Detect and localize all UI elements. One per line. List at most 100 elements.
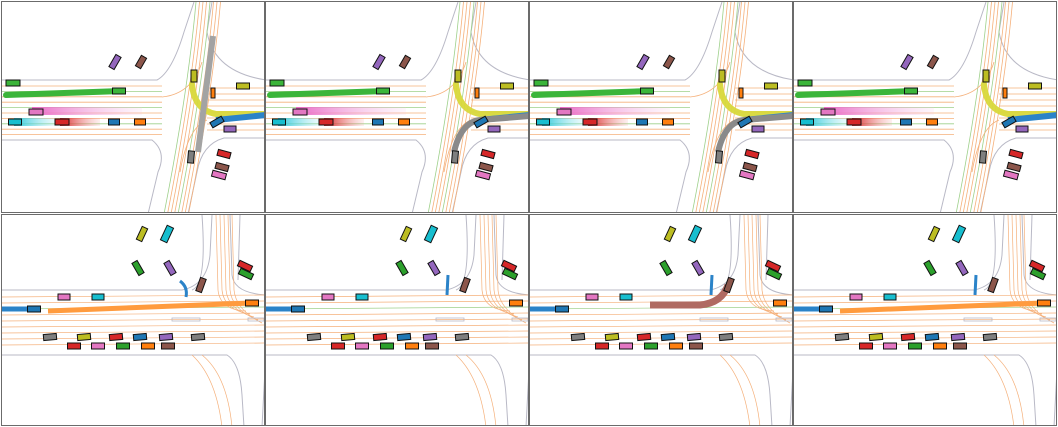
scene-intersection	[2, 2, 265, 213]
vehicle-green	[270, 80, 284, 86]
vehicle-queue	[109, 333, 122, 340]
vehicle-purple	[109, 54, 121, 69]
vehicle-queue	[637, 333, 650, 340]
lane-line	[994, 355, 1024, 426]
trajectory-blue-stub	[711, 275, 712, 295]
vehicle-olive	[191, 70, 197, 82]
lane-line	[2, 313, 265, 315]
road-edge	[794, 140, 953, 213]
vehicle-purple	[956, 260, 968, 275]
vehicle-queue	[954, 343, 967, 349]
vehicle-brown	[135, 55, 146, 68]
vehicle-olive	[501, 83, 514, 89]
vehicle-queue	[68, 343, 81, 349]
vehicle-pink	[293, 109, 307, 115]
lane-line	[530, 313, 793, 315]
vehicle-olive	[136, 226, 147, 241]
road-edge	[266, 215, 476, 290]
lane-line	[530, 295, 793, 297]
panel-r2-c3	[529, 214, 793, 426]
vehicle-gray	[979, 151, 986, 163]
vehicle-orange	[927, 119, 938, 125]
vehicle-queue	[341, 333, 354, 340]
road-edge	[794, 355, 1036, 426]
vehicle-blue	[292, 306, 305, 312]
lane-line	[266, 319, 529, 321]
lane-line	[2, 331, 265, 333]
vehicle-blue	[556, 306, 569, 312]
scene-t-junction	[2, 215, 265, 426]
lane-line	[794, 313, 1057, 315]
vehicle-queue	[596, 343, 609, 349]
vehicle-cyan	[801, 119, 814, 125]
lane-line	[530, 343, 793, 345]
vehicle-red	[583, 119, 597, 125]
vehicle-orange	[135, 119, 146, 125]
vehicle-queue	[645, 343, 658, 349]
vehicle-queue	[983, 333, 996, 340]
road-edge	[1022, 215, 1057, 295]
trajectory-green	[270, 91, 386, 95]
panel-r1-c2	[265, 1, 529, 213]
vehicle-pink	[475, 170, 490, 179]
vehicle-brown	[663, 55, 674, 68]
lane-line	[266, 295, 529, 297]
panel-r1-c3	[529, 1, 793, 213]
lane-line	[456, 355, 486, 426]
vehicle-gray	[715, 151, 722, 163]
vehicle-orange	[399, 119, 410, 125]
vehicle-queue	[307, 333, 320, 340]
vehicle-olive	[237, 83, 250, 89]
vehicle-orange	[1003, 88, 1007, 98]
vehicle-purple	[164, 260, 176, 275]
scene-svg	[794, 2, 1057, 213]
vehicle-brown	[399, 55, 410, 68]
vehicle-queue	[571, 333, 584, 340]
vehicle-green	[924, 260, 936, 275]
road-edge	[266, 355, 508, 426]
vehicle-orange	[774, 300, 787, 306]
vehicle-queue	[426, 343, 439, 349]
vehicle-green	[534, 80, 548, 86]
vehicle-queue	[142, 343, 155, 349]
vehicle-queue	[423, 333, 436, 340]
scene-svg	[266, 215, 529, 426]
lane-line	[266, 325, 529, 327]
vehicle-cyan	[884, 294, 896, 300]
vehicle-queue	[835, 333, 848, 340]
lane-line	[466, 355, 496, 426]
vehicle-olive	[1029, 83, 1042, 89]
lane-line	[266, 307, 529, 309]
vehicle-blue	[28, 306, 41, 312]
vehicle-pink	[586, 294, 598, 300]
vehicle-red	[1009, 149, 1023, 158]
lane-line	[984, 355, 1014, 426]
road-edge	[1054, 350, 1057, 426]
scene-t-junction	[794, 215, 1057, 426]
vehicle-pink	[211, 170, 226, 179]
road-edge	[494, 215, 529, 295]
road-edge	[530, 215, 740, 290]
lane-line	[266, 331, 529, 333]
panel-r1-c1	[1, 1, 265, 213]
road-edge	[266, 2, 458, 80]
lane-line	[266, 313, 529, 315]
vehicle-cyan	[424, 225, 437, 242]
lane-line	[2, 295, 265, 297]
trajectory-green	[534, 91, 650, 95]
vehicle-queue	[397, 333, 410, 340]
vehicle-brown	[743, 162, 757, 171]
vehicle-pink	[1003, 170, 1018, 179]
lane-line	[2, 343, 265, 345]
vehicle-queue	[373, 333, 386, 340]
vehicle-queue	[159, 333, 172, 340]
scene-svg	[794, 215, 1057, 426]
road-edge	[2, 140, 161, 213]
vehicle-brown	[479, 162, 493, 171]
road-edge	[794, 2, 986, 80]
vehicle-purple	[224, 126, 236, 132]
vehicle-purple	[901, 54, 913, 69]
vehicle-queue	[406, 343, 419, 349]
vehicle-queue	[455, 333, 468, 340]
vehicle-pink	[557, 109, 571, 115]
